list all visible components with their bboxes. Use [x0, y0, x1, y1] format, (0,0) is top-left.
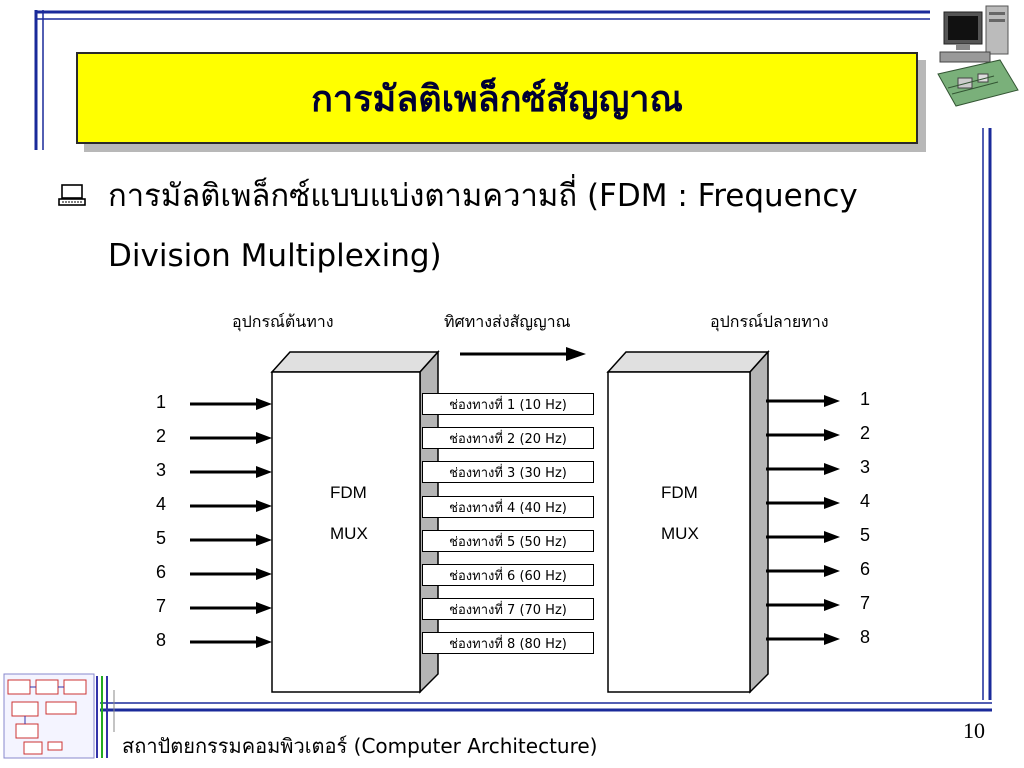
- input-number-8: 8: [156, 630, 167, 650]
- channel-7: ช่องทางที่ 7 (70 Hz): [422, 598, 594, 620]
- direction-arrowhead: [566, 347, 586, 361]
- input-arrowhead-3: [256, 466, 272, 478]
- title-box: การมัลติเพล็กซ์สัญญาณ: [76, 52, 918, 144]
- input-arrowhead-1: [256, 398, 272, 410]
- computer-clipart-icon: [937, 5, 1019, 107]
- output-number-6: 6: [860, 559, 871, 579]
- channel-2: ช่องทางที่ 2 (20 Hz): [422, 427, 594, 449]
- right-mux-top-face: [606, 351, 770, 373]
- left-mux-top-face: [270, 351, 440, 373]
- destination-device-heading: อุปกรณ์ปลายทาง: [710, 312, 829, 331]
- left-box-label-fdm: FDM: [330, 483, 367, 502]
- output-number-8: 8: [860, 627, 871, 647]
- bullet-text-line1: การมัลติเพล็กซ์แบบแบ่งตามความถี่ (FDM : …: [108, 178, 858, 214]
- input-arrowhead-8: [256, 636, 272, 648]
- input-number-1: 1: [156, 392, 167, 412]
- output-arrowhead-3: [824, 463, 840, 475]
- output-arrowhead-4: [824, 497, 840, 509]
- output-number-5: 5: [860, 525, 871, 545]
- input-number-3: 3: [156, 460, 167, 480]
- direction-heading: ทิศทางส่งสัญญาณ: [444, 312, 571, 331]
- page-number: 10: [963, 718, 985, 743]
- input-number-5: 5: [156, 528, 167, 548]
- channel-8: ช่องทางที่ 8 (80 Hz): [422, 632, 594, 654]
- left-box-label-mux: MUX: [330, 524, 368, 543]
- channel-3: ช่องทางที่ 3 (30 Hz): [422, 461, 594, 483]
- input-arrowhead-5: [256, 534, 272, 546]
- input-number-4: 4: [156, 494, 167, 514]
- computer-bullet-icon: [58, 184, 86, 206]
- page-title: การมัลติเพล็กซ์สัญญาณ: [311, 78, 683, 120]
- input-arrowhead-4: [256, 500, 272, 512]
- output-arrowhead-2: [824, 429, 840, 441]
- output-arrowhead-7: [824, 599, 840, 611]
- architecture-thumbnail-icon: [3, 673, 115, 759]
- output-arrowhead-5: [824, 531, 840, 543]
- channel-6: ช่องทางที่ 6 (60 Hz): [422, 564, 594, 586]
- input-number-2: 2: [156, 426, 167, 446]
- input-number-6: 6: [156, 562, 167, 582]
- right-mux-side-face: [749, 350, 769, 694]
- output-number-3: 3: [860, 457, 871, 477]
- right-box-label-fdm: FDM: [661, 483, 698, 502]
- output-number-1: 1: [860, 389, 871, 409]
- input-number-7: 7: [156, 596, 167, 616]
- right-mux-box: [607, 371, 751, 693]
- input-arrowhead-2: [256, 432, 272, 444]
- bullet-text-line2: Division Multiplexing): [108, 238, 442, 274]
- channel-5: ช่องทางที่ 5 (50 Hz): [422, 530, 594, 552]
- output-number-4: 4: [860, 491, 871, 511]
- input-arrowhead-6: [256, 568, 272, 580]
- input-arrowhead-7: [256, 602, 272, 614]
- channel-4: ช่องทางที่ 4 (40 Hz): [422, 496, 594, 518]
- output-arrowhead-6: [824, 565, 840, 577]
- right-box-label-mux: MUX: [661, 524, 699, 543]
- output-number-7: 7: [860, 593, 871, 613]
- output-arrowhead-8: [824, 633, 840, 645]
- output-arrowhead-1: [824, 395, 840, 407]
- footer-text: สถาปัตยกรรมคอมพิวเตอร์ (Computer Archite…: [122, 734, 598, 758]
- source-device-heading: อุปกรณ์ต้นทาง: [232, 312, 334, 331]
- output-number-2: 2: [860, 423, 871, 443]
- channel-1: ช่องทางที่ 1 (10 Hz): [422, 393, 594, 415]
- left-mux-box: [271, 371, 421, 693]
